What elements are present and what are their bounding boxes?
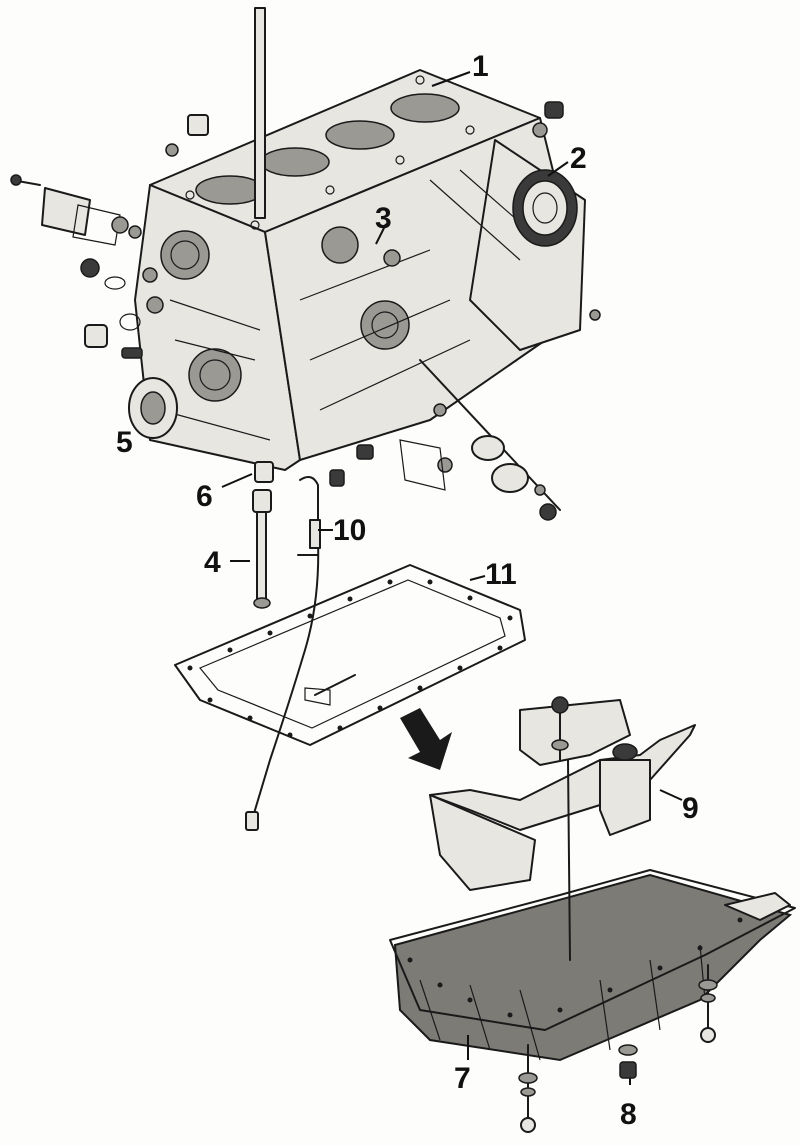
callout-3: 3 bbox=[375, 202, 392, 235]
cylinder-bores bbox=[195, 93, 460, 205]
right-side-hardware bbox=[329, 309, 601, 521]
callout-2: 2 bbox=[570, 142, 587, 175]
callout-labels: 1 2 3 4 5 6 7 8 9 10 11 bbox=[116, 50, 699, 1131]
callout-9: 9 bbox=[682, 792, 699, 825]
long-rod bbox=[254, 7, 266, 219]
core-plug bbox=[187, 114, 209, 136]
direction-arrow bbox=[400, 708, 452, 770]
dipstick bbox=[245, 475, 356, 831]
oil-baffle bbox=[429, 699, 696, 891]
oil-pan bbox=[389, 869, 796, 1062]
callout-11: 11 bbox=[485, 558, 517, 591]
callout-8: 8 bbox=[620, 1098, 637, 1131]
callout-10: 10 bbox=[333, 514, 366, 547]
callout-5: 5 bbox=[116, 426, 133, 459]
oil-pan-gasket bbox=[174, 564, 526, 746]
callout-4: 4 bbox=[204, 546, 221, 579]
callout-7: 7 bbox=[454, 1062, 471, 1095]
side-cover-assembly bbox=[10, 174, 164, 348]
callout-6: 6 bbox=[196, 480, 213, 513]
oil-pump-drive bbox=[252, 461, 274, 609]
callout-1: 1 bbox=[472, 50, 489, 83]
plug bbox=[544, 101, 564, 119]
front-pulley bbox=[121, 347, 178, 439]
rear-crank-seal bbox=[512, 169, 578, 247]
pan-fasteners bbox=[518, 696, 718, 1133]
